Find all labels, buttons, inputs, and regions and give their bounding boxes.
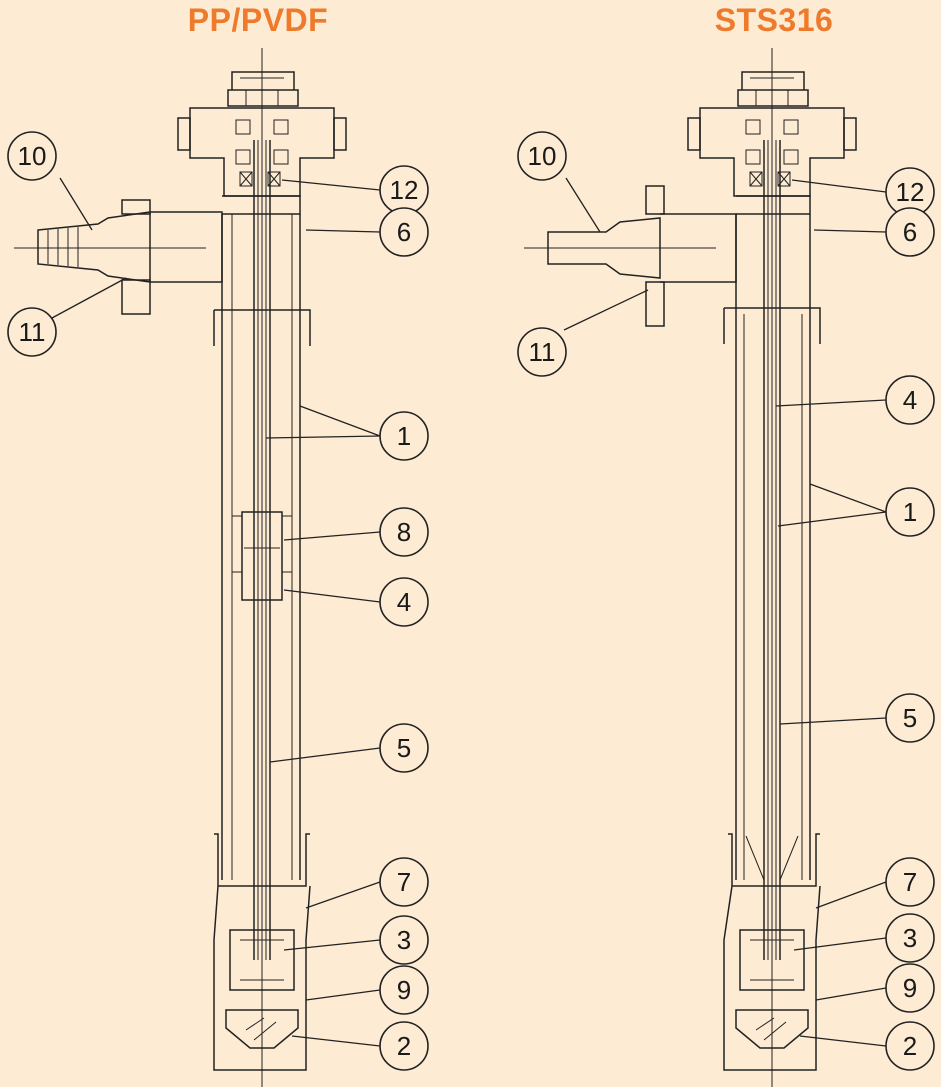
svg-text:10: 10 (18, 141, 47, 171)
svg-text:4: 4 (903, 385, 917, 415)
svg-text:12: 12 (390, 175, 419, 205)
left-callout-12: 12 (379, 165, 429, 215)
svg-text:6: 6 (397, 217, 411, 247)
left-union-nut (121, 199, 151, 315)
left-top-cap (227, 71, 299, 107)
right-flange (645, 185, 665, 327)
right-impeller-hub (739, 929, 805, 991)
pump-right (524, 48, 857, 1087)
title-sts316: STS316 (714, 2, 834, 38)
svg-text:1: 1 (903, 497, 917, 527)
svg-text:7: 7 (397, 867, 411, 897)
svg-text:6: 6 (903, 217, 917, 247)
left-bearing-upper-l (235, 119, 251, 135)
right-callout-7: 7 (885, 857, 935, 907)
right-shaft (763, 140, 781, 960)
left-callout-9: 9 (379, 965, 429, 1015)
right-impeller (735, 1009, 809, 1049)
svg-text:1: 1 (397, 421, 411, 451)
right-lower-casing (723, 833, 821, 1071)
right-outer-column (735, 214, 811, 880)
left-callout-6: 6 (379, 207, 429, 257)
left-outer-column (221, 214, 301, 880)
left-impeller (225, 1009, 299, 1049)
right-callout-1: 1 (885, 487, 935, 537)
svg-text:9: 9 (397, 975, 411, 1005)
left-callout-5: 5 (379, 723, 429, 773)
right-callout-group: 10 11 12 6 4 1 5 7 3 9 2 (517, 131, 935, 1071)
svg-text:5: 5 (903, 703, 917, 733)
right-callout-11: 11 (517, 327, 567, 377)
left-callout-4: 4 (379, 577, 429, 627)
left-callout-group: 10 11 12 6 1 8 4 5 7 3 9 2 (7, 131, 429, 1071)
svg-text:3: 3 (397, 925, 411, 955)
left-shaft (253, 140, 271, 960)
svg-text:3: 3 (903, 923, 917, 953)
right-callout-12: 12 (885, 167, 935, 217)
right-callout-2: 2 (885, 1021, 935, 1071)
right-leaders (563, 177, 887, 1047)
left-callout-3: 3 (379, 915, 429, 965)
left-callout-2: 2 (379, 1021, 429, 1071)
svg-text:7: 7 (903, 867, 917, 897)
svg-text:12: 12 (896, 177, 925, 207)
left-lower-casing (213, 833, 311, 1071)
svg-text:2: 2 (397, 1031, 411, 1061)
left-outlet-nozzle (37, 211, 151, 283)
right-callout-5: 5 (885, 693, 935, 743)
right-callout-10: 10 (517, 131, 567, 181)
svg-text:11: 11 (19, 317, 46, 347)
left-callout-7: 7 (379, 857, 429, 907)
left-seal-marks (239, 171, 281, 187)
left-callout-8: 8 (379, 507, 429, 557)
left-callout-10: 10 (7, 131, 57, 181)
svg-text:11: 11 (529, 337, 556, 367)
svg-text:10: 10 (528, 141, 557, 171)
pump-left (14, 48, 347, 1087)
right-outlet-nozzle (547, 217, 661, 279)
svg-text:2: 2 (903, 1031, 917, 1061)
right-callout-4: 4 (885, 375, 935, 425)
right-top-cap (737, 71, 809, 107)
svg-text:5: 5 (397, 733, 411, 763)
left-bearing-upper-r (273, 119, 289, 135)
svg-text:4: 4 (397, 587, 411, 617)
svg-text:8: 8 (397, 517, 411, 547)
title-pp-pvdf: PP/PVDF (187, 2, 329, 38)
left-leaders (51, 177, 381, 1047)
left-callout-1: 1 (379, 411, 429, 461)
right-seal-marks (749, 171, 791, 187)
svg-text:9: 9 (903, 973, 917, 1003)
right-callout-9: 9 (885, 963, 935, 1013)
right-callout-3: 3 (885, 913, 935, 963)
right-callout-6: 6 (885, 207, 935, 257)
left-callout-11: 11 (7, 307, 57, 357)
left-impeller-hub (229, 929, 295, 991)
